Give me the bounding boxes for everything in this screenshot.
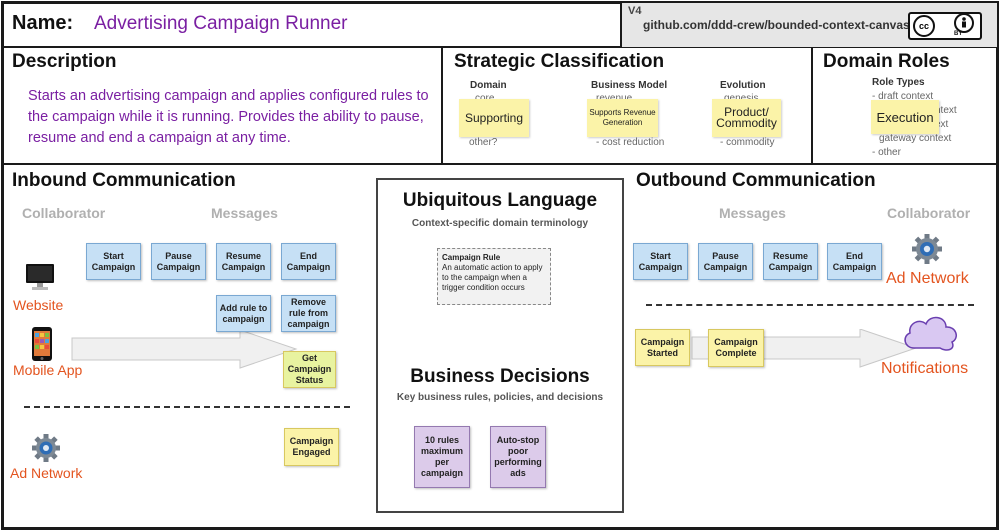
divider-header-meta — [620, 3, 622, 47]
business-decisions-subtitle: Key business rules, policies, and decisi… — [396, 392, 604, 403]
divider-header — [3, 46, 997, 48]
inbound-event-engaged: Campaign Engaged — [284, 428, 339, 466]
inbound-title: Inbound Communication — [12, 170, 236, 191]
decision-rule-limit: 10 rules maximum per campaign — [414, 426, 470, 488]
domain-heading: Domain — [470, 80, 507, 91]
inbound-command-pause: Pause Campaign — [151, 243, 206, 280]
outbound-command-end: End Campaign — [827, 243, 882, 280]
collaborator-mobile-app: Mobile App — [13, 362, 83, 378]
inbound-command-add-rule: Add rule to campaign — [216, 295, 271, 332]
context-name: Advertising Campaign Runner — [94, 13, 348, 34]
business-option-cost: - cost reduction — [596, 137, 665, 148]
description-title: Description — [12, 51, 117, 72]
person-icon — [954, 13, 974, 33]
desktop-monitor-icon — [26, 264, 54, 290]
evolution-option-commodity: - commodity — [720, 137, 775, 148]
term-definition: An automatic action to apply to the camp… — [442, 263, 543, 292]
ubiquitous-language-title: Ubiquitous Language — [402, 190, 598, 211]
role-option-2: ntext — [935, 105, 957, 116]
inbound-collaborator-heading: Collaborator — [22, 205, 106, 221]
role-option-draft: - draft context — [872, 91, 934, 102]
role-option-other: - other — [872, 147, 901, 158]
collaborator-ad-network-inbound: Ad Network — [10, 465, 83, 481]
outbound-command-resume: Resume Campaign — [763, 243, 818, 280]
inbound-command-remove-rule: Remove rule from campaign — [281, 295, 336, 332]
outbound-separator — [646, 304, 974, 306]
divider-top-sections — [3, 163, 997, 165]
decision-auto-stop: Auto-stop poor performing ads — [490, 426, 546, 488]
term-name: Campaign Rule — [442, 253, 501, 262]
inbound-query-status: Get Campaign Status — [283, 351, 336, 388]
cc-icon: cc — [913, 15, 935, 37]
divider-strategic — [811, 46, 813, 164]
outbound-command-start: Start Campaign — [633, 243, 688, 280]
collaborator-website: Website — [13, 297, 64, 313]
name-label: Name: — [12, 12, 74, 34]
version-label: V4 — [628, 5, 642, 17]
domain-option-core: core — [475, 93, 494, 104]
inbound-command-end: End Campaign — [281, 243, 336, 280]
collaborator-ad-network-outbound: Ad Network — [886, 270, 969, 287]
outbound-event-started: Campaign Started — [635, 329, 690, 366]
gear-icon — [32, 434, 60, 462]
business-option-revenue: revenue — [596, 93, 632, 104]
role-sticky: Execution — [871, 100, 939, 134]
domain-option-other: other? — [469, 137, 498, 148]
repo-url[interactable]: github.com/ddd-crew/bounded-context-canv… — [643, 18, 910, 32]
outbound-title: Outbound Communication — [636, 170, 876, 191]
outbound-event-complete: Campaign Complete — [708, 329, 764, 367]
outbound-collaborator-heading: Collaborator — [887, 205, 971, 221]
gear-icon — [912, 234, 942, 264]
inbound-arrow-icon — [71, 330, 298, 369]
domain-roles-title: Domain Roles — [823, 51, 950, 72]
evolution-option-genesis: genesis — [724, 93, 758, 104]
by-label: BY — [954, 31, 963, 37]
cloud-icon — [904, 316, 957, 351]
business-model-heading: Business Model — [591, 80, 668, 91]
inbound-command-start: Start Campaign — [86, 243, 141, 280]
outbound-messages-heading: Messages — [719, 205, 786, 221]
language-decisions-panel — [376, 178, 624, 513]
inbound-separator — [24, 406, 350, 408]
evolution-heading: Evolution — [720, 80, 766, 91]
role-option-3: ext — [935, 119, 949, 130]
evolution-sticky: Product/ Commodity — [712, 99, 781, 137]
role-option-gateway: gateway context — [879, 133, 952, 144]
business-decisions-title: Business Decisions — [410, 366, 590, 387]
role-types-heading: Role Types — [872, 77, 925, 88]
collaborator-notifications: Notifications — [881, 360, 969, 377]
outbound-command-pause: Pause Campaign — [698, 243, 753, 280]
inbound-messages-heading: Messages — [211, 205, 278, 221]
mobile-phone-icon — [32, 327, 52, 361]
inbound-command-resume: Resume Campaign — [216, 243, 271, 280]
cc-by-license-icon: cc BY — [908, 12, 982, 40]
strategic-title: Strategic Classification — [454, 51, 665, 72]
term-card: Campaign Rule An automatic action to app… — [437, 248, 551, 305]
ubiquitous-language-subtitle: Context-specific domain terminology — [411, 218, 589, 229]
domain-sticky: Supporting — [459, 99, 529, 137]
divider-description — [441, 46, 443, 164]
description-text: Starts an advertising campaign and appli… — [28, 88, 429, 146]
business-model-sticky: Supports Revenue Generation — [587, 99, 658, 137]
